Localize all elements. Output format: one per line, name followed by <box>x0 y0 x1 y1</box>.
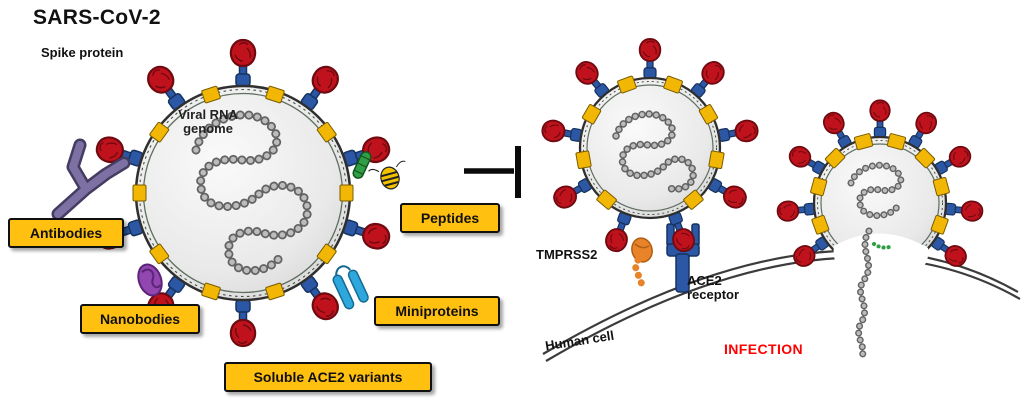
spike-protein-label: Spike protein <box>41 45 124 60</box>
peptide-molecule-icon <box>368 160 406 190</box>
viral-rna-line2: genome <box>183 121 233 137</box>
tmprss2-molecule-icon <box>631 237 653 294</box>
soluble-ace2-variants-label-box: Soluble ACE2 variants <box>224 362 432 392</box>
fusion-peptide-green <box>872 242 894 250</box>
ace2-label-line2: receptor <box>687 287 740 303</box>
infection-label: INFECTION <box>724 341 804 357</box>
nanobody-molecule-icon <box>137 263 163 297</box>
virus-large <box>92 38 394 348</box>
ace2-label-line1: ACE2 <box>687 273 722 288</box>
viral-rna-line1: Viral RNA <box>178 107 238 122</box>
fusion-pore <box>833 233 929 287</box>
virus-infecting <box>775 99 985 359</box>
antibodies-label-box: Antibodies <box>8 218 124 248</box>
miniprotein-molecule-icon <box>332 265 369 310</box>
diagram-title: SARS-CoV-2 <box>33 6 161 29</box>
peptide-helix-icon <box>352 151 372 179</box>
virus-binding <box>539 37 761 255</box>
antibody-molecule-icon <box>51 138 131 221</box>
miniproteins-label-box: Miniproteins <box>374 296 500 326</box>
inhibition-arrow <box>464 146 521 198</box>
nanobodies-label-box: Nanobodies <box>80 304 200 334</box>
ace2-receptor-label: ACE2 receptor <box>687 273 740 303</box>
viral-rna-genome-label: Viral RNA genome <box>164 107 252 137</box>
peptides-label-box: Peptides <box>400 203 500 233</box>
tmprss2-label: TMPRSS2 <box>536 247 598 262</box>
